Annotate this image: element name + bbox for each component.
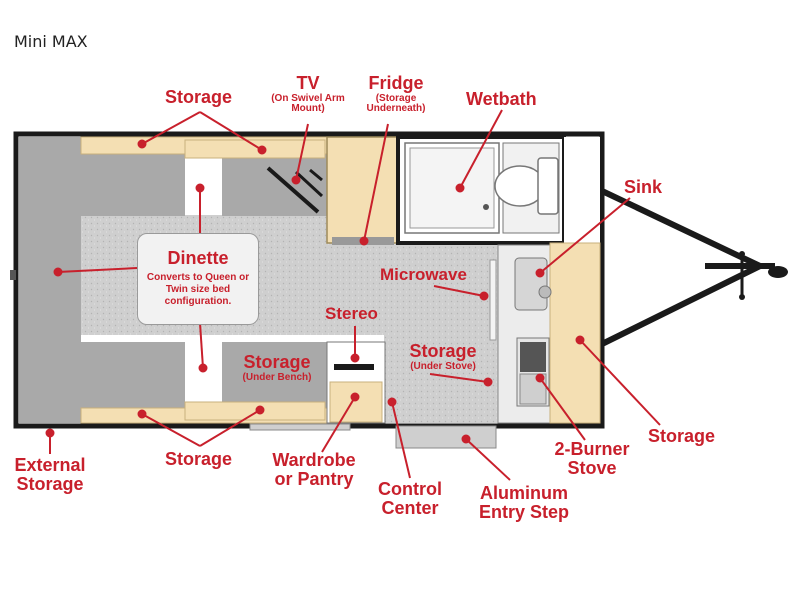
label-tv-group: TV (On Swivel Arm Mount) [268,74,348,115]
label-sink: Sink [624,177,663,197]
rear-seat [19,137,81,423]
leader-lines [45,109,661,481]
wardrobe-cabinet [329,381,383,423]
tv-mount [266,166,324,214]
label-storage-bench-group: Storage (Under Bench) [232,353,322,383]
sink [514,257,548,311]
label-storage-top: Storage [165,87,233,107]
wetbath-area [396,135,566,245]
label-microwave: Microwave [380,265,467,284]
label-storage-right: Storage [648,426,716,446]
label-storage-stove-sub: (Under Stove) [410,360,476,372]
trailer-tongue [598,187,788,348]
fridge-cabinet [326,136,399,244]
label-tv: TV [296,73,320,93]
label-wardrobe: Wardrobe or Pantry [272,450,356,489]
label-storage-bench-sub: (Under Bench) [242,371,312,383]
label-control-center: Control Center [378,479,442,518]
label-external-storage: External Storage [14,455,86,494]
floorplan-title: Mini MAX [14,32,88,51]
label-entry-step: Aluminum Entry Step [478,483,570,522]
label-stove: 2-Burner Stove [554,439,630,478]
label-storage-stove: Storage [409,341,477,361]
label-dinette-sub: Converts to Queen or Twin size bed confi… [146,272,250,307]
label-fridge-group: Fridge (Storage Underneath) [356,74,436,115]
entry-step [395,425,497,449]
label-storage-stove-group: Storage (Under Stove) [400,342,486,372]
label-wetbath: Wetbath [466,89,537,109]
front-storage-cabinet [549,242,601,424]
label-fridge: Fridge [368,73,424,93]
label-stereo: Stereo [325,304,378,323]
dinette-callout: Dinette Converts to Queen or Twin size b… [137,233,259,325]
label-dinette: Dinette [167,248,229,268]
label-storage-bottom: Storage [165,449,233,469]
label-tv-sub: (On Swivel Arm Mount) [271,92,345,115]
stereo-unit [334,364,374,370]
label-storage-bench: Storage [243,352,311,372]
label-fridge-sub: (Storage Underneath) [366,92,426,115]
